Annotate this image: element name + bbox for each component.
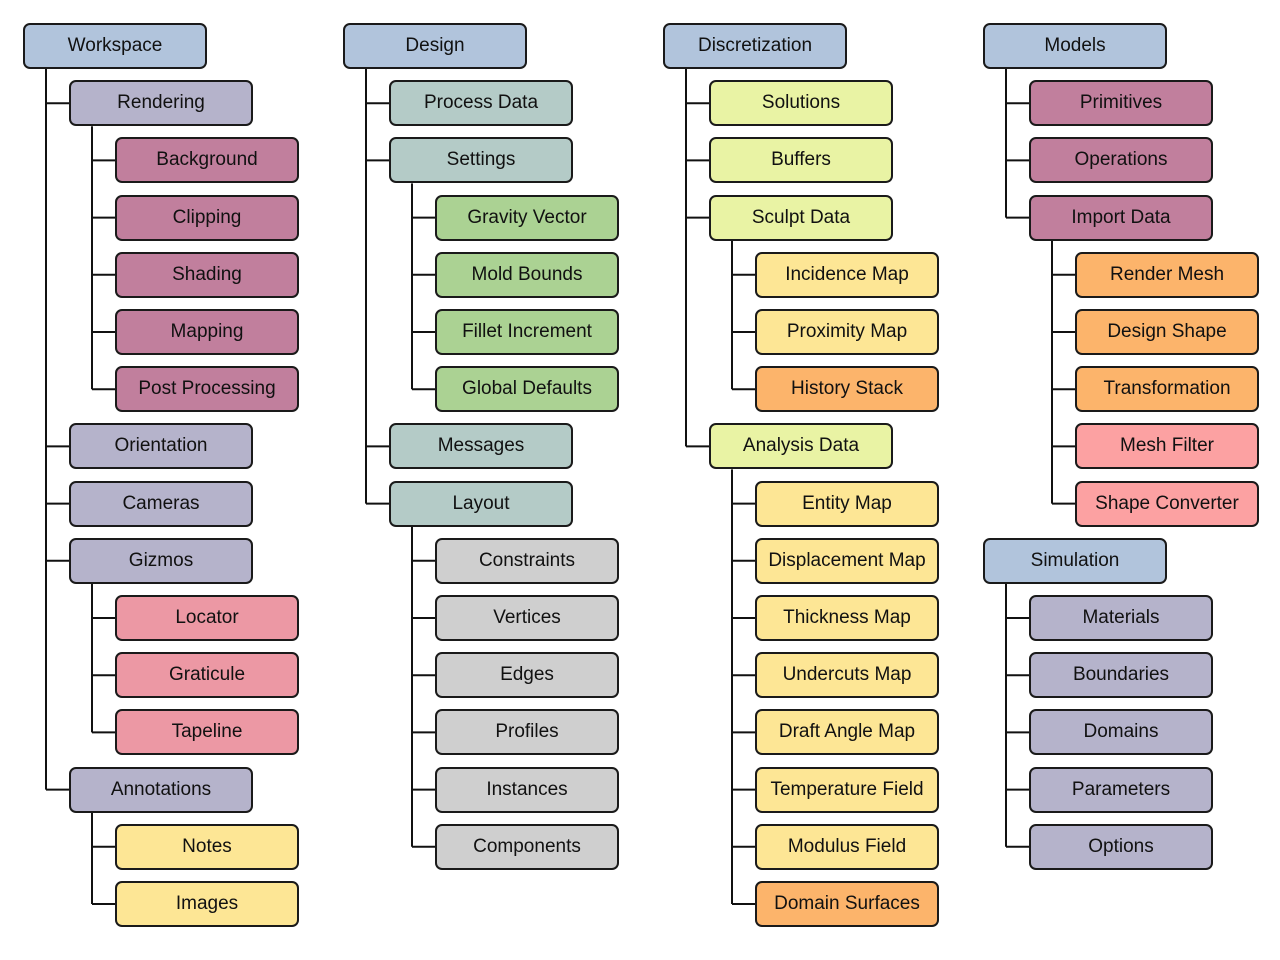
node-shading: Shading	[115, 251, 299, 298]
node-entity-map: Entity Map	[755, 480, 939, 527]
node-mold-bounds: Mold Bounds	[435, 251, 619, 298]
node-analysis-data: Analysis Data	[709, 423, 893, 470]
node-settings: Settings	[389, 137, 573, 184]
node-locator: Locator	[115, 595, 299, 641]
node-parameters: Parameters	[1029, 766, 1213, 813]
node-discretization: Discretization	[663, 23, 847, 69]
node-primitives: Primitives	[1029, 80, 1213, 127]
node-mesh-filter: Mesh Filter	[1075, 423, 1259, 470]
node-proximity-map: Proximity Map	[755, 309, 939, 355]
node-global-defaults: Global Defaults	[435, 366, 619, 413]
node-clipping: Clipping	[115, 194, 299, 241]
node-domains: Domains	[1029, 709, 1213, 756]
node-design-shape: Design Shape	[1075, 309, 1259, 355]
node-instances: Instances	[435, 766, 619, 813]
node-domain-surfaces: Domain Surfaces	[755, 881, 939, 927]
node-profiles: Profiles	[435, 709, 619, 756]
node-images: Images	[115, 881, 299, 927]
node-edges: Edges	[435, 652, 619, 699]
node-thickness-map: Thickness Map	[755, 595, 939, 641]
node-constraints: Constraints	[435, 537, 619, 584]
node-displacement-map: Displacement Map	[755, 537, 939, 584]
node-undercuts-map: Undercuts Map	[755, 652, 939, 699]
node-boundaries: Boundaries	[1029, 652, 1213, 699]
node-process-data: Process Data	[389, 80, 573, 127]
node-incidence-map: Incidence Map	[755, 251, 939, 298]
node-transformation: Transformation	[1075, 366, 1259, 413]
node-mapping: Mapping	[115, 309, 299, 355]
node-gizmos: Gizmos	[69, 537, 253, 584]
node-orientation: Orientation	[69, 423, 253, 470]
node-sculpt-data: Sculpt Data	[709, 194, 893, 241]
node-temperature-field: Temperature Field	[755, 766, 939, 813]
node-tapeline: Tapeline	[115, 709, 299, 756]
node-layout: Layout	[389, 480, 573, 527]
node-cameras: Cameras	[69, 480, 253, 527]
node-fillet-increment: Fillet Increment	[435, 309, 619, 355]
node-workspace: Workspace	[23, 23, 207, 69]
node-models: Models	[983, 23, 1167, 69]
node-import-data: Import Data	[1029, 194, 1213, 241]
node-modulus-field: Modulus Field	[755, 823, 939, 870]
node-notes: Notes	[115, 823, 299, 870]
node-draft-angle-map: Draft Angle Map	[755, 709, 939, 756]
node-post-processing: Post Processing	[115, 366, 299, 413]
node-components: Components	[435, 823, 619, 870]
node-materials: Materials	[1029, 595, 1213, 641]
node-solutions: Solutions	[709, 80, 893, 127]
node-background: Background	[115, 137, 299, 184]
node-render-mesh: Render Mesh	[1075, 251, 1259, 298]
node-annotations: Annotations	[69, 766, 253, 813]
node-history-stack: History Stack	[755, 366, 939, 413]
node-shape-converter: Shape Converter	[1075, 480, 1259, 527]
node-vertices: Vertices	[435, 595, 619, 641]
node-rendering: Rendering	[69, 80, 253, 127]
node-simulation: Simulation	[983, 537, 1167, 584]
node-design: Design	[343, 23, 527, 69]
node-graticule: Graticule	[115, 652, 299, 699]
node-gravity-vector: Gravity Vector	[435, 194, 619, 241]
node-operations: Operations	[1029, 137, 1213, 184]
node-options: Options	[1029, 823, 1213, 870]
node-messages: Messages	[389, 423, 573, 470]
node-buffers: Buffers	[709, 137, 893, 184]
